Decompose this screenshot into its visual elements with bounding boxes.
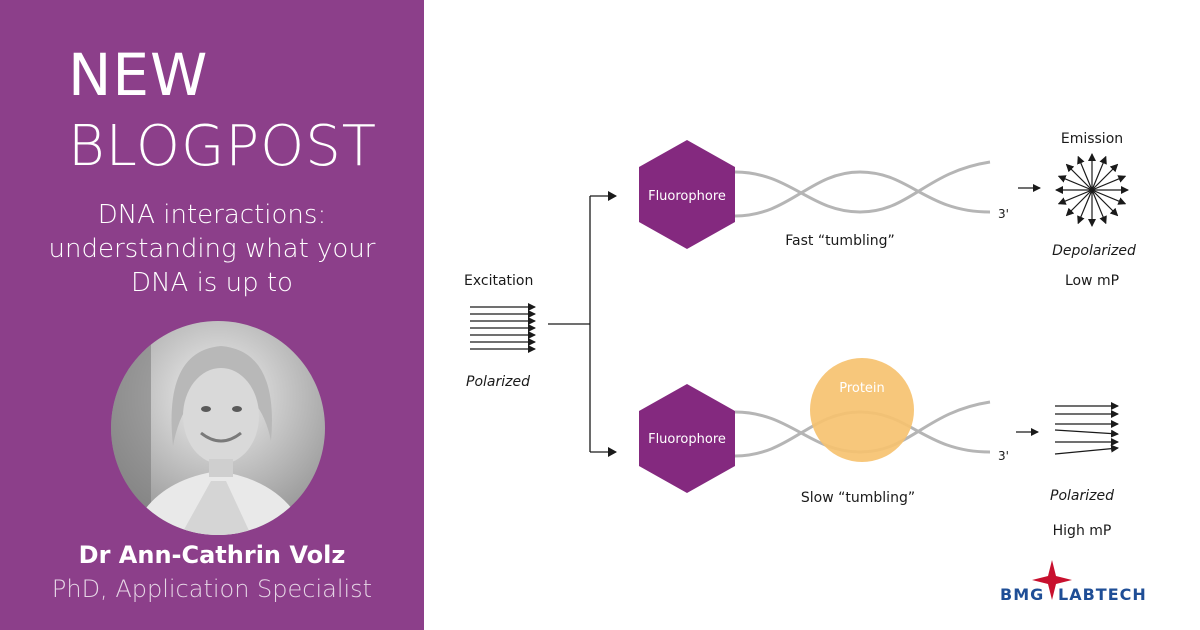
excitation-label: Excitation [464,273,533,289]
end-label-bottom: 3' [998,449,1009,463]
headline-new: NEW [68,41,209,109]
protein-label: Protein [839,381,885,396]
author-avatar [111,321,325,535]
starburst-ray [1091,175,1127,191]
fluorophore-bottom-label: Fluorophore [648,432,726,447]
author-role: PhD, Application Specialist [51,575,373,603]
logo-text-left: BMG [1000,585,1044,604]
starburst-ray [1091,155,1107,191]
author-name: Dr Ann-Cathrin Volz [78,541,346,569]
end-label-top: 3' [998,207,1009,221]
signal-label-bottom: High mP [1053,523,1112,539]
starburst-ray [1065,189,1093,217]
subtitle-line: DNA interactions: [97,200,327,230]
starburst-ray [1077,189,1093,225]
fluorophore-bottom: Fluorophore [639,384,735,493]
starburst-ray [1057,175,1093,191]
logo-star-icon [1032,560,1072,600]
polarized-emission-icon [1054,402,1119,455]
starburst-ray [1091,189,1107,225]
excitation-state-label: Polarized [466,374,530,390]
dna-strand-top [734,160,991,218]
signal-label-top: Low mP [1065,273,1119,289]
headline-blogpost: BLOGPOST [68,114,377,179]
left-panel: NEW BLOGPOST DNA interactions: understan… [0,0,424,630]
starburst-ray [1091,189,1127,205]
subtitle-line: DNA is up to [131,268,293,298]
excitation-arrows [470,303,536,353]
motion-label-top: Fast “tumbling” [785,233,895,249]
fluorescence-polarization-diagram: Excitation Polarized Fluorophore 3' Fast… [464,131,1147,604]
branch-connector [548,191,617,457]
fluorophore-top: Fluorophore [639,140,735,249]
subtitle-line: understanding what your [48,234,376,264]
starburst-ray [1065,163,1093,191]
depolarized-emission-icon [1055,153,1129,227]
emission-state-bottom: Polarized [1050,488,1114,504]
emission-state-top: Depolarized [1052,243,1136,259]
starburst-ray [1077,155,1093,191]
starburst-ray [1091,189,1119,217]
starburst-ray [1057,189,1093,205]
protein: Protein [810,358,914,462]
bmg-labtech-logo: BMG LABTECH [1000,560,1147,604]
logo-text-right: LABTECH [1058,585,1147,604]
starburst-ray [1091,163,1119,191]
emission-label: Emission [1061,131,1123,147]
motion-label-bottom: Slow “tumbling” [801,490,915,506]
blog-subtitle: DNA interactions: understanding what you… [0,198,424,300]
fluorophore-top-label: Fluorophore [648,189,726,204]
